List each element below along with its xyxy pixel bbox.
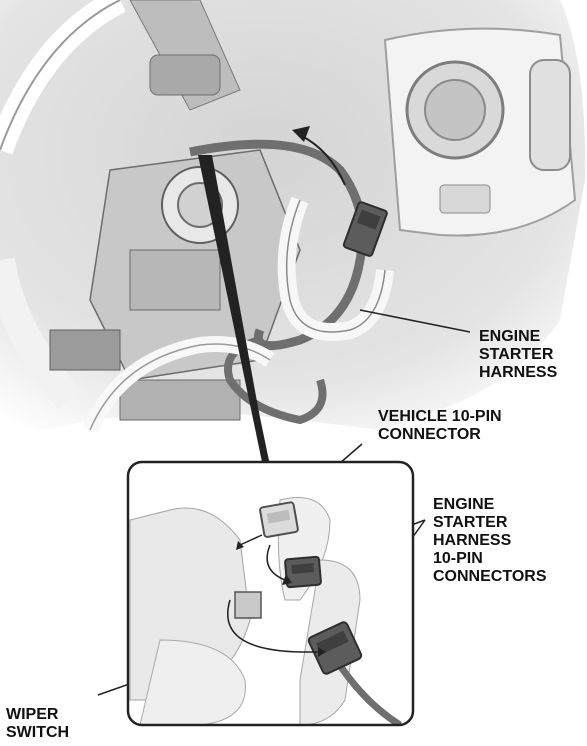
connector-detail-inset xyxy=(128,462,413,725)
callout-engine-starter-harness: ENGINE STARTER HARNESS xyxy=(479,328,557,382)
callout-vehicle-connector: VEHICLE 10-PIN CONNECTOR xyxy=(378,408,502,444)
callout-wiper-switch: WIPER SWITCH xyxy=(6,706,69,742)
climate-control-panel xyxy=(385,29,575,236)
callout-harness-connectors: ENGINE STARTER HARNESS 10-PIN CONNECTORS xyxy=(433,496,547,586)
